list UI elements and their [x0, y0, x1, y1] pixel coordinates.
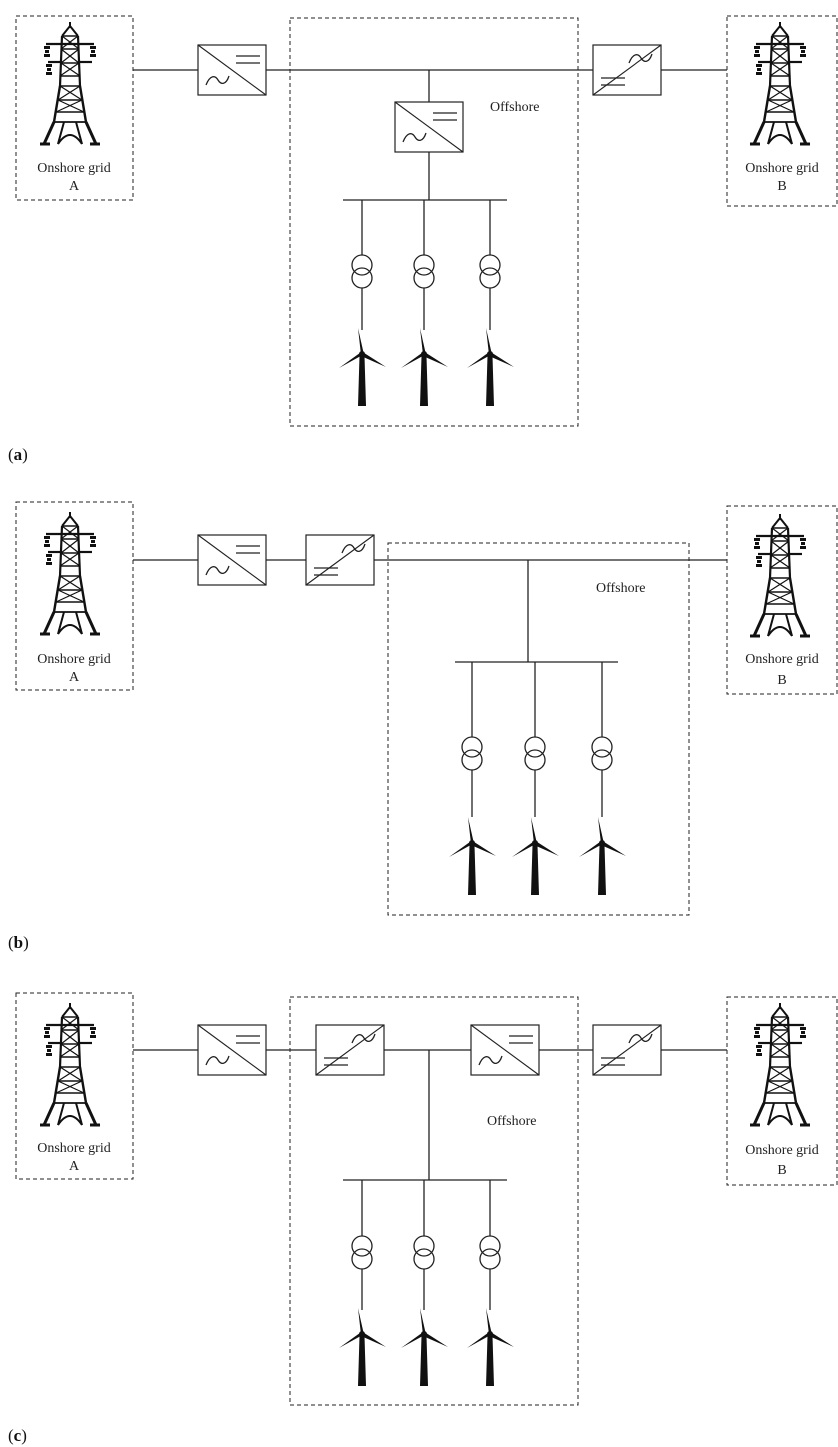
offshore-label: Offshore [596, 581, 646, 596]
onshore-grid-b-label: Onshore grid [745, 652, 819, 667]
onshore-grid-b-label: Onshore grid [745, 1143, 819, 1158]
onshore-grid-a-label: Onshore grid [37, 161, 111, 176]
diagram-a: Onshore grid A Onshore grid B Offshore [8, 15, 838, 464]
feeder [512, 662, 559, 895]
caption-b: (b) [8, 933, 29, 952]
offshore-box [289, 17, 579, 427]
caption-c: (c) [8, 1426, 27, 1445]
tower-icon [38, 1001, 102, 1127]
offshore-box [387, 542, 690, 916]
onshore-grid-b-letter: B [777, 1163, 786, 1178]
onshore-grid-b-box [726, 505, 838, 695]
transformer-icon [351, 1235, 373, 1270]
onshore-grid-a-letter: A [69, 670, 80, 685]
wind-turbine-icon [401, 328, 448, 406]
wind-turbine-icon [339, 328, 386, 406]
converter-icon [394, 101, 464, 153]
wind-turbine-icon [579, 817, 626, 895]
onshore-grid-a-letter: A [69, 1159, 80, 1174]
converter-icon [197, 44, 267, 96]
onshore-grid-a-label: Onshore grid [37, 652, 111, 667]
onshore-grid-a-label: Onshore grid [37, 1141, 111, 1156]
converter-icon [592, 1024, 662, 1076]
converter-icon [197, 534, 267, 586]
onshore-grid-b-box [726, 15, 838, 207]
diagram-b: Onshore grid A Onshore grid B Offshore [8, 501, 838, 952]
tower-icon [38, 510, 102, 636]
wind-turbine-icon [401, 1308, 448, 1386]
onshore-grid-a-box [15, 501, 134, 691]
feeder [401, 200, 448, 406]
converter-icon [197, 1024, 267, 1076]
offshore-label: Offshore [490, 100, 540, 115]
transformer-icon [591, 736, 613, 771]
transformer-icon [524, 736, 546, 771]
onshore-grid-b-letter: B [777, 673, 786, 688]
tower-icon [748, 512, 812, 638]
tower-icon [38, 20, 102, 146]
onshore-grid-a-box [15, 15, 134, 201]
feeder [401, 1180, 448, 1386]
converter-icon [470, 1024, 540, 1076]
wind-turbine-icon [467, 328, 514, 406]
feeder [467, 1180, 514, 1386]
caption-a: (a) [8, 445, 28, 464]
transformer-icon [479, 1235, 501, 1270]
feeder [449, 662, 496, 895]
converter-icon [315, 1024, 385, 1076]
feeder [467, 200, 514, 406]
feeder [579, 662, 626, 895]
converter-icon [592, 44, 662, 96]
onshore-grid-b-label: Onshore grid [745, 161, 819, 176]
transformer-icon [461, 736, 483, 771]
transformer-icon [413, 254, 435, 289]
feeder [339, 1180, 386, 1386]
offshore-box [289, 996, 579, 1406]
converter-icon [305, 534, 375, 586]
transformer-icon [351, 254, 373, 289]
onshore-grid-a-letter: A [69, 179, 80, 194]
wind-turbine-icon [449, 817, 496, 895]
feeder [339, 200, 386, 406]
onshore-grid-a-box [15, 992, 134, 1180]
wind-turbine-icon [339, 1308, 386, 1386]
onshore-grid-b-box [726, 996, 838, 1186]
tower-icon [748, 20, 812, 146]
transformer-icon [479, 254, 501, 289]
transformer-icon [413, 1235, 435, 1270]
onshore-grid-b-letter: B [777, 179, 786, 194]
offshore-label: Offshore [487, 1114, 537, 1129]
tower-icon [748, 1001, 812, 1127]
wind-turbine-icon [467, 1308, 514, 1386]
diagram-c: Onshore grid A Onshore grid B Offshore [8, 992, 838, 1445]
wind-turbine-icon [512, 817, 559, 895]
